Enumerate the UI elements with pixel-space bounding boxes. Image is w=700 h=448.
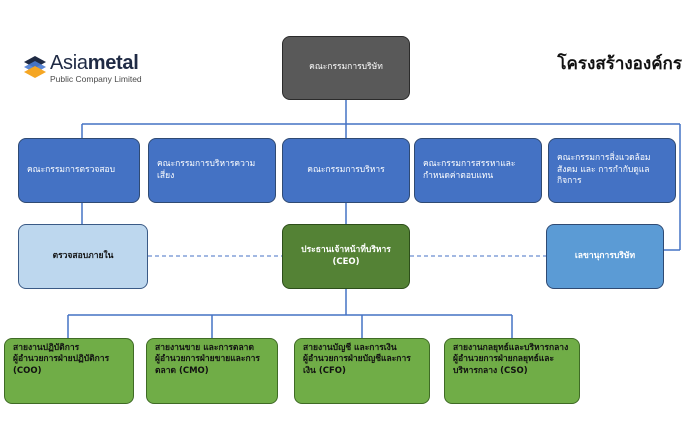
cmo-box: สายงานขาย และการตลาด ผู้อำนวยการฝ่ายขายแ…: [146, 338, 278, 404]
internal-audit-box: ตรวจสอบภายใน: [18, 224, 148, 289]
esg-committee-box: คณะกรรมการสิ่งแวดล้อม สังคม และ การกำกับ…: [548, 138, 676, 203]
cfo-division-label: สายงานบัญชี และการเงิน: [303, 343, 397, 353]
cmo-division-label: สายงานขาย และการตลาด: [155, 343, 254, 353]
executive-committee-label: คณะกรรมการบริหาร: [307, 164, 385, 175]
audit-committee-box: คณะกรรมการตรวจสอบ: [18, 138, 140, 203]
logo-name: Asiametal: [50, 52, 139, 74]
risk-committee-label: คณะกรรมการบริหารความเสี่ยง: [157, 159, 256, 181]
cso-box: สายงานกลยุทธ์และบริหารกลาง ผู้อำนวยการฝ่…: [444, 338, 580, 404]
audit-committee-label: คณะกรรมการตรวจสอบ: [27, 164, 116, 175]
nomination-committee-label: คณะกรรมการสรรหาและกำหนดค่าตอบแทน: [423, 159, 516, 181]
page-title: โครงสร้างองค์กร: [557, 54, 682, 74]
coo-director-label: ผู้อำนวยการฝ่ายปฏิบัติการ (COO): [13, 354, 110, 376]
risk-committee-box: คณะกรรมการบริหารความเสี่ยง: [148, 138, 276, 203]
coo-division-label: สายงานปฏิบัติการ: [13, 343, 80, 353]
nomination-committee-box: คณะกรรมการสรรหาและกำหนดค่าตอบแทน: [414, 138, 542, 203]
cfo-director-label: ผู้อำนวยการฝ่ายบัญชีและการเงิน (CFO): [303, 354, 411, 376]
board-of-directors-box: คณะกรรมการบริษัท: [282, 36, 410, 100]
company-secretary-label: เลขานุการบริษัท: [574, 250, 636, 261]
company-logo: Asiametal Public Company Limited: [22, 52, 162, 86]
cso-director-label: ผู้อำนวยการฝ่ายกลยุทธ์และบริหารกลาง (CSO…: [453, 354, 555, 376]
internal-audit-label: ตรวจสอบภายใน: [52, 250, 114, 261]
esg-committee-label: คณะกรรมการสิ่งแวดล้อม สังคม และ การกำกับ…: [557, 153, 651, 187]
logo-subtitle: Public Company Limited: [50, 74, 142, 84]
board-label: คณะกรรมการบริษัท: [309, 62, 383, 73]
executive-committee-box: คณะกรรมการบริหาร: [282, 138, 410, 203]
coo-box: สายงานปฏิบัติการ ผู้อำนวยการฝ่ายปฏิบัติก…: [4, 338, 134, 404]
ceo-abbr-label: (CEO): [332, 256, 360, 267]
ceo-box: ประธานเจ้าหน้าที่บริหาร (CEO): [282, 224, 410, 289]
logo-mark-icon: [24, 56, 46, 78]
cfo-box: สายงานบัญชี และการเงิน ผู้อำนวยการฝ่ายบั…: [294, 338, 430, 404]
company-secretary-box: เลขานุการบริษัท: [546, 224, 664, 289]
ceo-title-label: ประธานเจ้าหน้าที่บริหาร: [301, 245, 391, 256]
cso-division-label: สายงานกลยุทธ์และบริหารกลาง: [453, 343, 569, 353]
cmo-director-label: ผู้อำนวยการฝ่ายขายและการตลาด (CMO): [155, 354, 260, 376]
